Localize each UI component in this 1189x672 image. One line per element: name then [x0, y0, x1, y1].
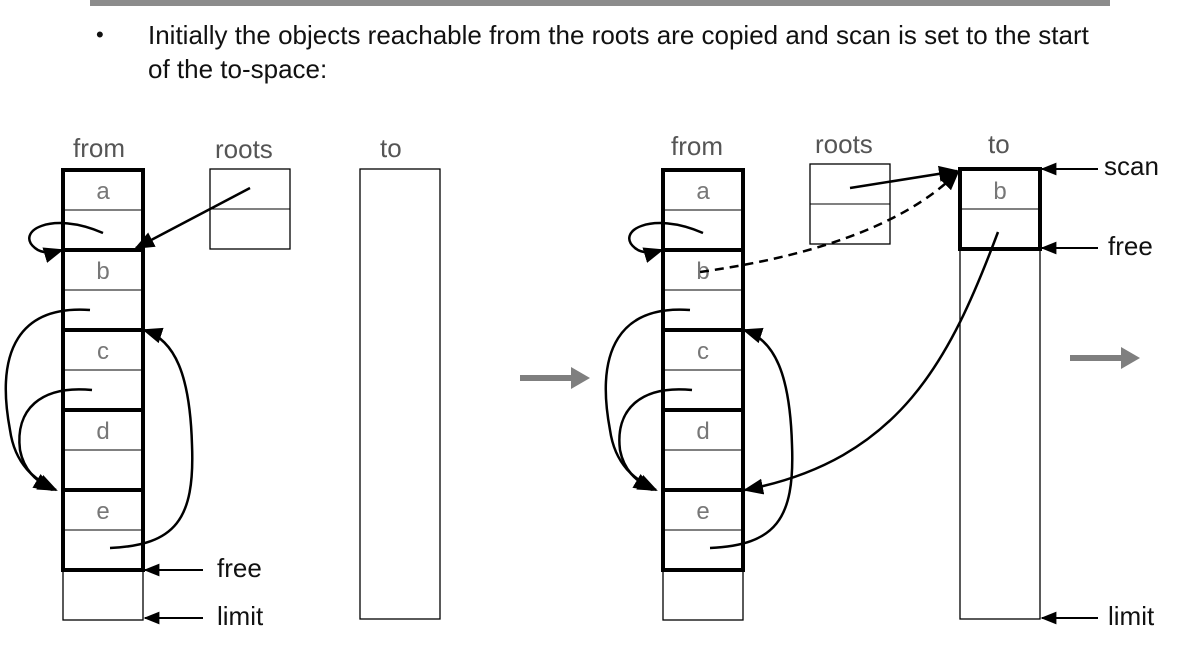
left-roots-label: roots: [215, 134, 273, 164]
slide-top-bar: [90, 0, 1110, 6]
right-pointer-a-self: [628, 221, 704, 263]
left-pointer-c-to-e: [18, 388, 93, 492]
right-pointer-to-b-to-e: [743, 231, 1000, 495]
right-pointer-b-forward-dashed: [699, 170, 960, 274]
left-roots-box: [209, 168, 291, 250]
right-diagram: from roots to a b c d e: [604, 129, 1159, 631]
right-to-label: to: [988, 129, 1010, 159]
left-from-label: from: [73, 133, 125, 163]
left-object-b-label: b: [96, 258, 109, 285]
right-object-c-label: c: [697, 338, 709, 365]
left-free-label: free: [217, 553, 262, 583]
right-scan-label: scan: [1104, 151, 1159, 181]
right-to-object-b: [958, 167, 1042, 251]
bullet-marker: •: [96, 22, 104, 47]
right-roots-box: [809, 163, 891, 245]
right-limit-label: limit: [1108, 601, 1155, 631]
right-pointer-root-to-to-b: [849, 165, 959, 190]
left-object-c-label: c: [97, 338, 109, 365]
right-to-object-b-label: b: [993, 178, 1006, 205]
bullet-text: Initially the objects reachable from the…: [148, 20, 1089, 84]
left-pointer-e-to-c: [109, 327, 194, 550]
left-limit-label: limit: [217, 601, 264, 631]
transition-arrow-1: [520, 367, 590, 389]
right-object-e-label: e: [696, 498, 709, 525]
right-free-label: free: [1108, 231, 1153, 261]
right-object-e: [661, 488, 745, 572]
left-pointer-a-self: [28, 221, 104, 263]
right-pointer-c-to-e: [618, 388, 693, 492]
right-pointer-b-to-e: [604, 308, 691, 492]
right-roots-label: roots: [815, 129, 873, 159]
left-from-space: a b c d e: [61, 168, 145, 621]
right-from-label: from: [671, 131, 723, 161]
right-to-space: b: [958, 167, 1042, 620]
left-to-label: to: [380, 133, 402, 163]
left-object-e: [61, 488, 145, 572]
right-pointer-e-to-c: [709, 327, 794, 550]
left-object-a-label: a: [96, 178, 110, 205]
left-diagram: from roots to a b c d e: [4, 133, 441, 631]
left-object-e-label: e: [96, 498, 109, 525]
right-object-d-label: d: [696, 418, 709, 445]
right-object-a-label: a: [696, 178, 710, 205]
transition-arrow-2: [1070, 347, 1140, 369]
left-to-space: [359, 168, 441, 620]
left-pointer-root-to-b: [134, 186, 251, 250]
right-from-space: a b c d e: [661, 168, 745, 621]
left-pointer-b-to-e: [4, 308, 91, 492]
left-object-d-label: d: [96, 418, 109, 445]
